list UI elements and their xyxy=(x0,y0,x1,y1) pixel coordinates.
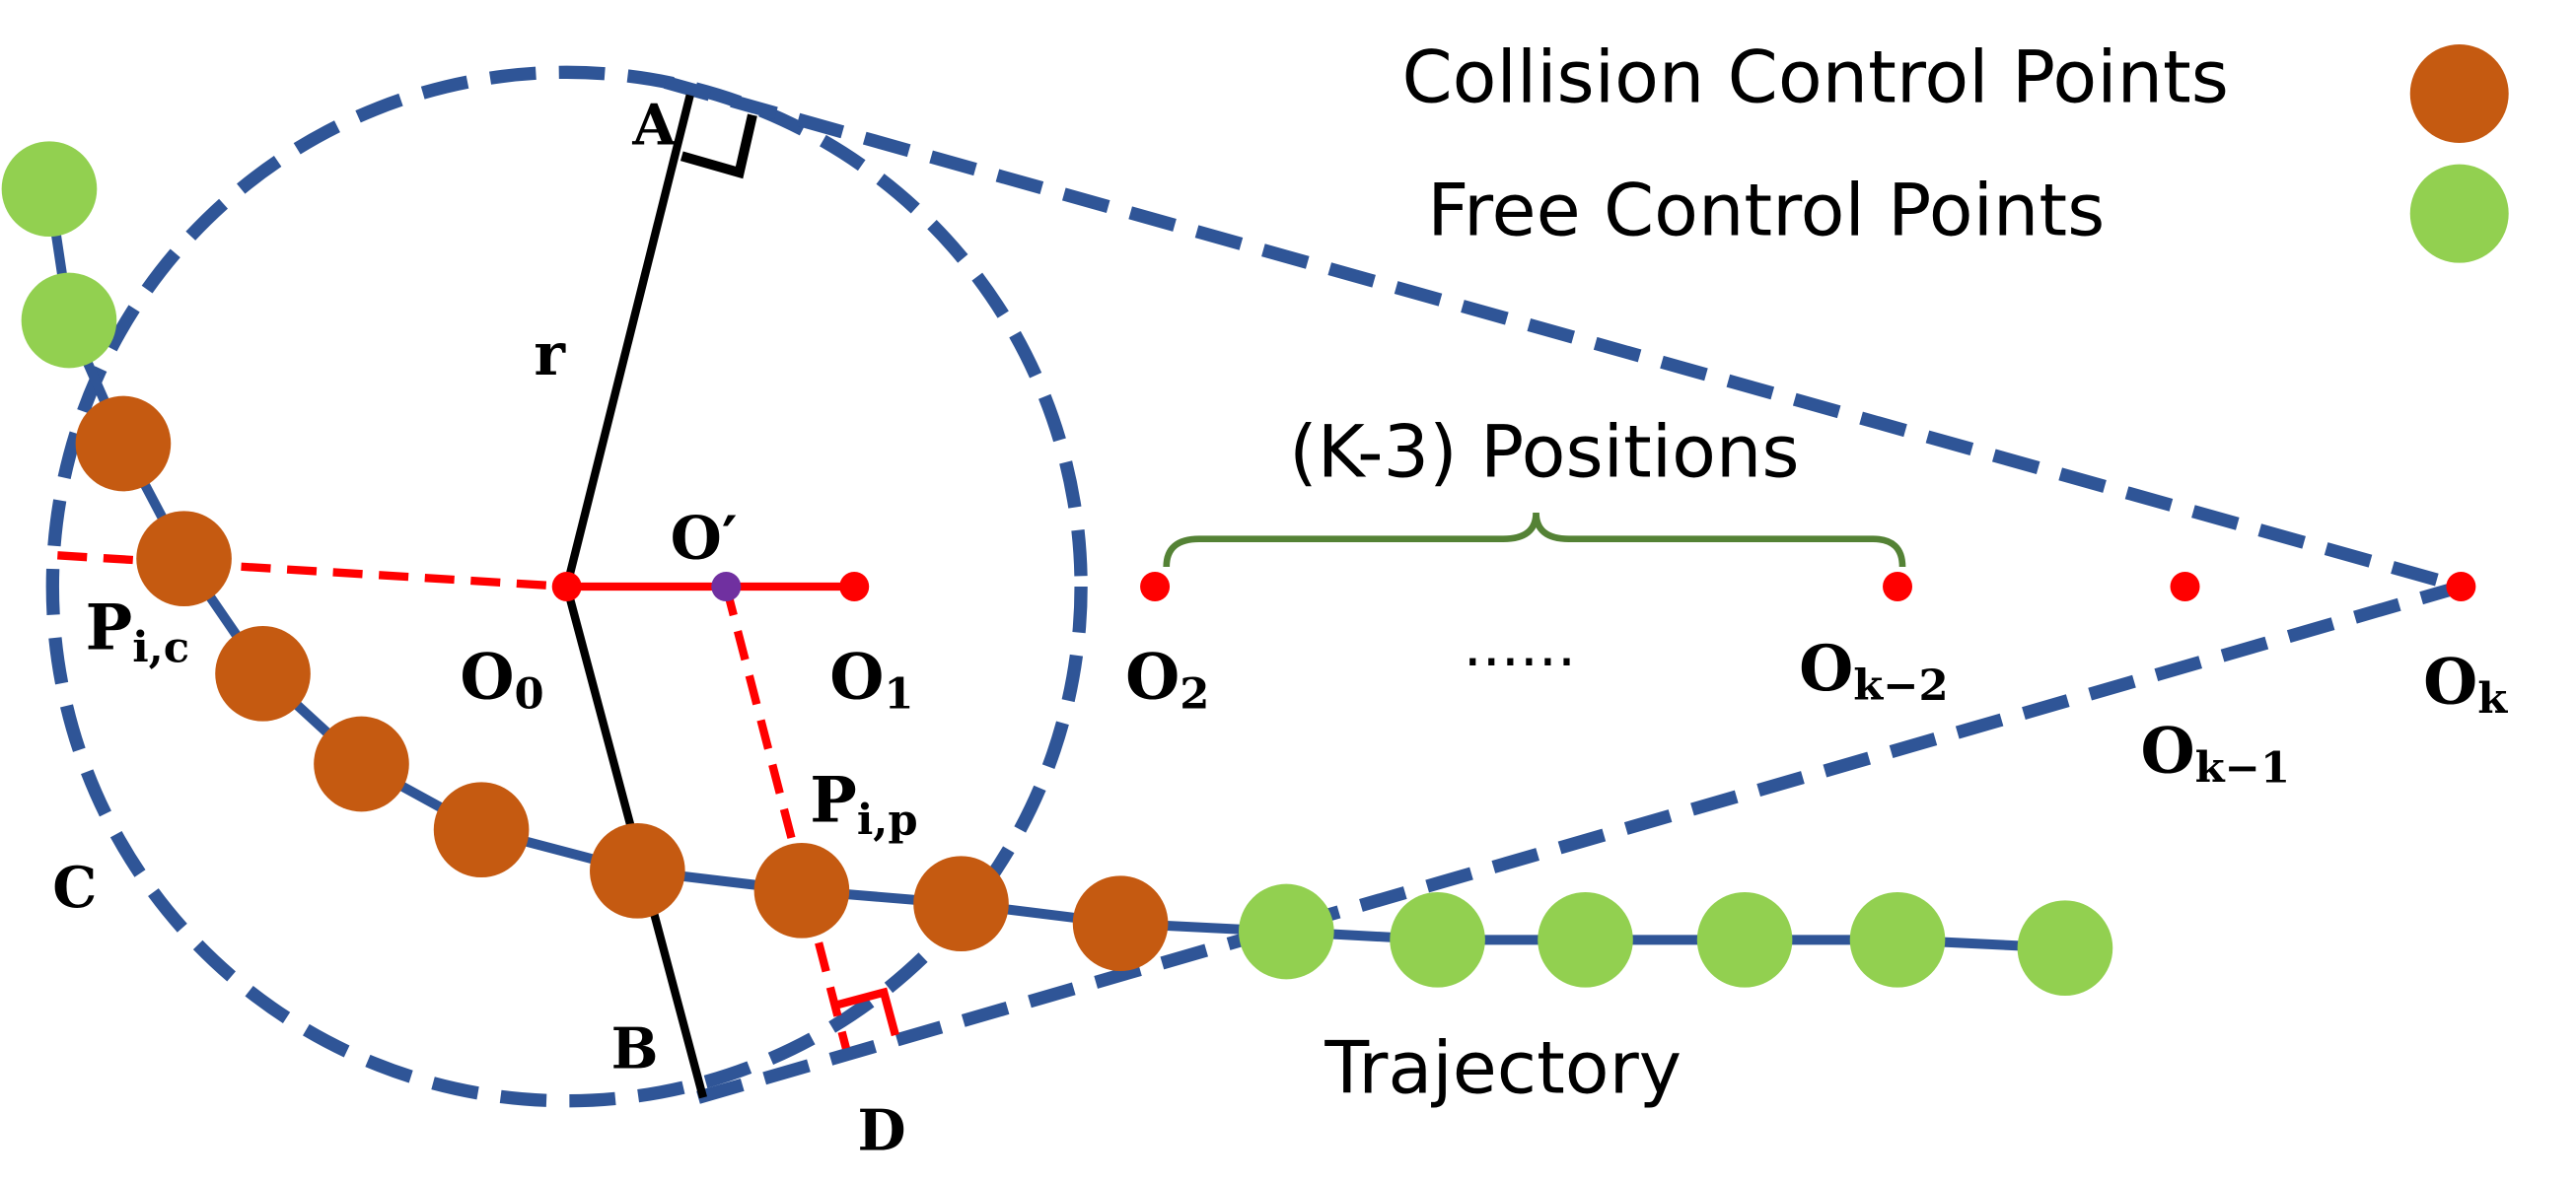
point-ok-1 xyxy=(2170,572,2200,601)
right-angle-marker-d xyxy=(833,987,899,1037)
free-control-point xyxy=(1849,892,1946,988)
label-ok: Ok xyxy=(2423,645,2508,724)
free-control-point xyxy=(1696,892,1793,988)
label-r: r xyxy=(534,320,566,389)
label-c: C xyxy=(52,856,97,921)
tangent-line-lower xyxy=(696,580,2464,1104)
free-control-point xyxy=(21,272,117,369)
positions-brace xyxy=(1163,512,1906,568)
label-a: A xyxy=(631,94,677,159)
free-control-point xyxy=(2017,900,2113,996)
label-d: D xyxy=(858,1099,906,1164)
label-trajectory: Trajectory xyxy=(1324,1026,1682,1110)
label-o0: O0 xyxy=(460,640,543,719)
collision-control-point xyxy=(136,511,232,606)
control-points xyxy=(1,141,2113,996)
projection-line-pic xyxy=(57,551,567,592)
center-points xyxy=(551,572,2476,601)
point-o1 xyxy=(839,572,870,601)
collision-control-point xyxy=(1072,875,1169,971)
label-ellipsis: ...... xyxy=(1464,611,1576,680)
point-o-prime xyxy=(711,572,742,601)
label-b: B xyxy=(611,1016,659,1081)
label-ok-1: Ok−1 xyxy=(2141,714,2291,793)
collision-control-point xyxy=(753,843,850,939)
legend-free-marker xyxy=(2409,164,2509,263)
tangent-line-upper xyxy=(663,75,2464,593)
collision-control-point xyxy=(913,856,1009,951)
collision-control-point xyxy=(314,716,409,812)
legend-collision-label: Collision Control Points xyxy=(1401,35,2228,119)
label-pic: Pi,c xyxy=(86,591,189,672)
collision-control-point xyxy=(433,782,530,877)
point-ok xyxy=(2446,572,2476,601)
right-angle-marker-a xyxy=(680,113,757,179)
safety-circle xyxy=(45,65,1088,1108)
point-ok-2 xyxy=(1883,572,1913,601)
legend-free-label: Free Control Points xyxy=(1427,169,2105,252)
label-ok-2: Ok−2 xyxy=(1799,632,1949,711)
trajectory-curve xyxy=(44,187,2066,953)
projection-line-d xyxy=(722,585,850,1050)
collision-control-point xyxy=(75,395,172,492)
free-control-point xyxy=(1239,883,1334,980)
legend-collision-marker xyxy=(2409,44,2509,143)
free-control-point xyxy=(1,141,98,237)
label-pip: Pi,p xyxy=(810,763,917,845)
point-o2 xyxy=(1140,572,1171,601)
collision-control-point xyxy=(590,823,685,919)
collision-control-point xyxy=(215,626,311,722)
free-control-point xyxy=(1390,892,1485,988)
radius-line-a xyxy=(562,94,694,589)
label-o1: O1 xyxy=(829,640,913,719)
label-o2: O2 xyxy=(1125,640,1209,719)
point-o0 xyxy=(551,572,582,601)
free-control-point xyxy=(1538,892,1633,988)
label-positions: (K-3) Positions xyxy=(1289,410,1799,494)
label-o-prime: O′ xyxy=(671,505,738,574)
